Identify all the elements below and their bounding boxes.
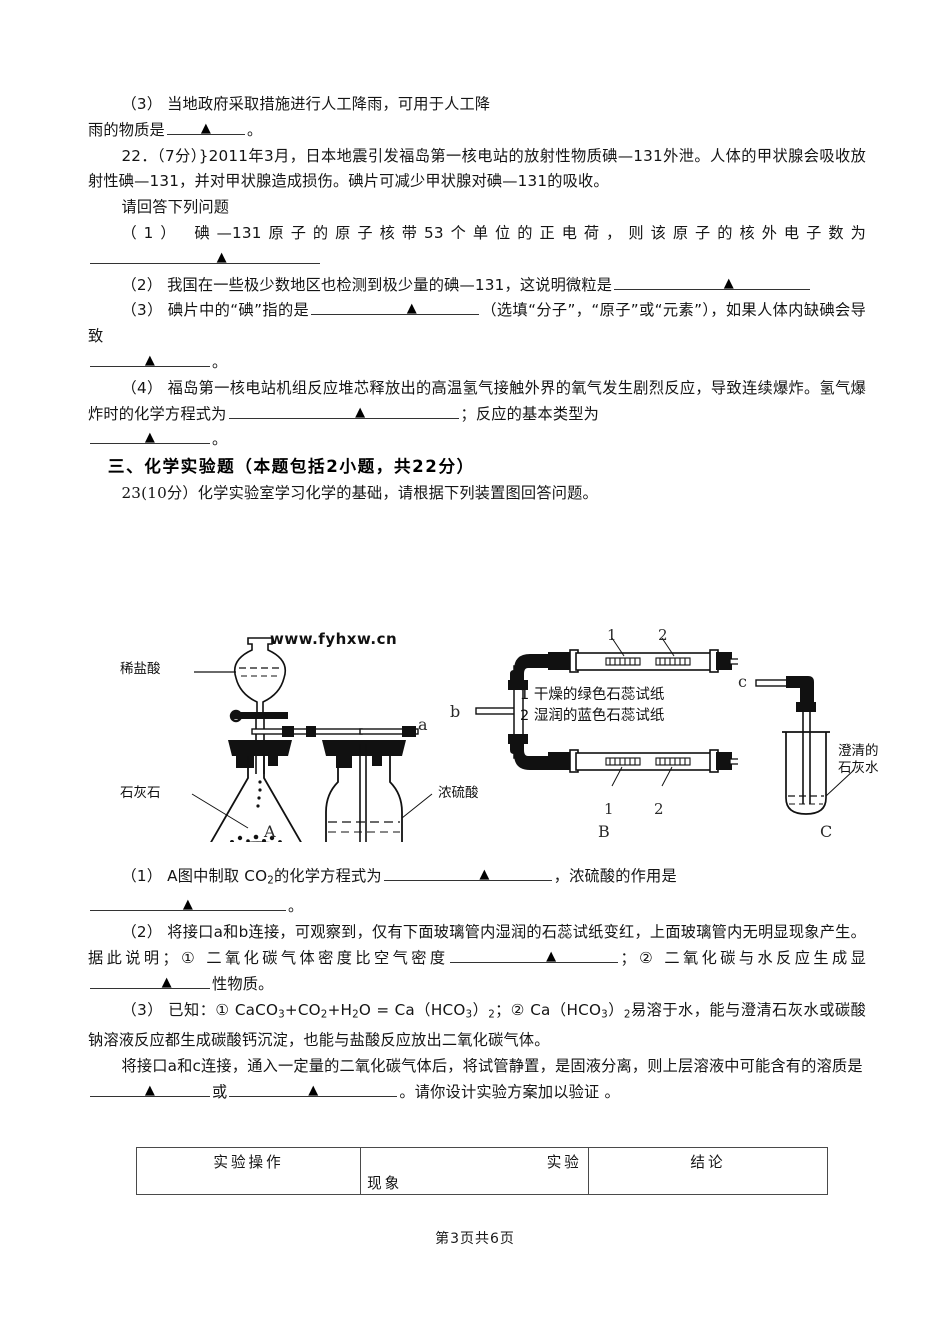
apparatus-figure: www.fyhxw.cn <box>120 618 892 850</box>
question-22-part1: （1） 碘—131原子的原子核带53个单位的正电荷，则该原子的核外电子数为 <box>88 221 866 273</box>
question-23-part3-known: （3） 已知：① CaCO3+CO2+H2O = Ca（HCO3）2；② Ca（… <box>88 1000 867 1049</box>
question-23-part2: （2） 将接口a和b连接，可观察到，仅有下面玻璃管内湿润的石蕊试纸变红，上面玻璃… <box>88 920 866 997</box>
caption-limewater-line1: 澄清的 <box>838 743 879 759</box>
page-footer: 第3页共6页 <box>435 1231 515 1247</box>
question-22-part4: （4） 福岛第一核电站机组反应堆芯释放出的高温氢气接触外界的氧气发生剧烈反应，导… <box>88 376 866 428</box>
question-text-column: （3） 当地政府采取措施进行人工降雨，可用于人工降 雨的物质是。 22．（7分）… <box>88 92 866 507</box>
answer-blank[interactable] <box>90 1080 210 1097</box>
caption-dilute-hydrochloric-acid: 稀盐酸 <box>120 661 161 677</box>
caption-limewater-line2: 石灰水 <box>838 760 879 776</box>
answer-blank[interactable] <box>614 273 811 290</box>
apparatus-a-drawing <box>191 637 433 842</box>
answer-blank[interactable] <box>90 427 210 445</box>
table-header-phenomenon[interactable]: 实验现象 <box>360 1147 589 1195</box>
answer-blank[interactable] <box>90 247 320 264</box>
question-21-part3: （3） 当地政府采取措施进行人工降雨，可用于人工降 <box>121 95 491 113</box>
question-21-part3-blank-line: 雨的物质是。 <box>88 118 866 144</box>
port-label-a: a <box>418 715 428 734</box>
question-23-part1-tail: 。 <box>88 894 866 920</box>
answer-blank[interactable] <box>229 1080 398 1097</box>
answer-blank[interactable] <box>90 972 210 989</box>
question-23-sub-questions: （1） A图中制取 CO2的化学方程式为，浓硫酸的作用是 。 （2） 将接口a和… <box>88 864 866 1105</box>
question-22-part4-tail: 。 <box>88 427 866 453</box>
question-22-part2: （2） 我国在一些极少数地区也检测到极少量的碘—131，这说明微粒是 <box>88 273 866 299</box>
port-label-c: c <box>738 672 747 691</box>
table-row: 实验操作 实验现象 结论 <box>135 1147 829 1195</box>
answer-blank[interactable] <box>166 118 245 135</box>
question-23-part1: （1） A图中制取 CO2的化学方程式为，浓硫酸的作用是 <box>88 864 866 894</box>
question-22-stem: 22．（7分）}2011年3月，日本地震引发福岛第一核电站的放射性物质碘—131… <box>88 146 866 191</box>
caption-limestone: 石灰石 <box>120 785 161 801</box>
answer-blank[interactable] <box>311 298 480 316</box>
watermark-text: www.fyhxw.cn <box>270 630 398 648</box>
answer-blank[interactable] <box>383 864 552 881</box>
question-22-prompt: 请回答下列问题 <box>121 198 230 217</box>
section-heading-three: 三、化学实验题（本题包括2小题，共22分） <box>107 457 475 477</box>
answer-blank[interactable] <box>450 946 619 963</box>
tube-tag-bottom-1: 1 <box>604 800 614 818</box>
answer-blank[interactable] <box>90 350 210 367</box>
port-label-b: b <box>450 702 461 721</box>
apparatus-c-drawing <box>755 676 855 815</box>
tube-tag-top-2: 2 <box>658 626 668 644</box>
apparatus-label-c: C <box>820 822 833 841</box>
answer-blank[interactable] <box>90 894 286 912</box>
table-header-operation[interactable]: 实验操作 <box>135 1147 362 1195</box>
apparatus-label-a: A <box>264 822 276 841</box>
apparatus-b-drawing <box>475 637 738 787</box>
question-22-part3-tail: 。 <box>88 350 866 376</box>
tube-tag-top-1: 1 <box>607 626 617 644</box>
caption-concentrated-sulfuric-acid: 浓硫酸 <box>438 785 479 801</box>
question-22-part3: （3） 碘片中的“碘”指的是（选填“分子”，“原子”或“元素”），如果人体内缺碘… <box>88 298 866 350</box>
tube-tag-bottom-2: 2 <box>654 800 664 818</box>
table-header-conclusion[interactable]: 结论 <box>587 1147 829 1195</box>
answer-blank[interactable] <box>228 402 459 419</box>
apparatus-label-b: B <box>598 822 610 841</box>
question-23-part3-body: 将接口a和c连接，通入一定量的二氧化碳气体后，将试管静置，是固液分离，则上层溶液… <box>121 1056 863 1075</box>
answer-table: 实验操作 实验现象 结论 <box>135 1147 829 1195</box>
question-23-part3-blanks: 或。请你设计实验方案加以验证 。 <box>88 1080 866 1106</box>
question-23-stem: 23(10分）化学实验室学习化学的基础，请根据下列装置图回答问题。 <box>121 484 598 503</box>
legend-moist-blue-litmus: 2 湿润的蓝色石蕊试纸 <box>520 708 665 724</box>
legend-dry-green-litmus: 1 干燥的绿色石蕊试纸 <box>520 687 665 703</box>
